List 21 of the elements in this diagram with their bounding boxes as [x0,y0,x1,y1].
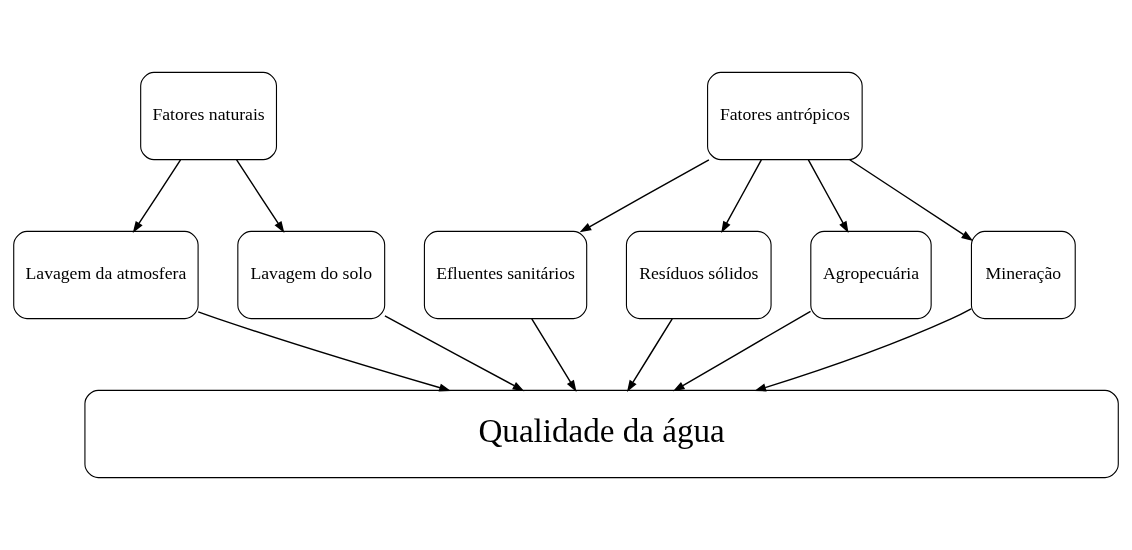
arrow [235,159,285,233]
node-box: Lavagem da atmosfera [13,230,199,320]
arrow [132,159,182,233]
node-box: Mineração [970,230,1076,320]
arrow [384,315,525,392]
node-box: Efluentes sanitários [423,230,588,320]
node-box: Resíduos sólidos [625,230,772,320]
arrow [849,159,974,241]
node-box: Fatores naturais [140,71,278,161]
arrow [672,310,812,392]
node-box: Fatores antrópicos [707,71,863,161]
arrow [754,308,972,392]
arrow [807,159,849,233]
node-box: Agropecuária [810,230,932,320]
node-box: Lavagem do solo [237,230,386,320]
arrow [626,318,673,392]
arrow [721,159,763,233]
arrow [197,311,451,392]
arrow [531,318,577,392]
arrow [579,159,710,233]
node-box: Qualidade da água [84,389,1119,479]
